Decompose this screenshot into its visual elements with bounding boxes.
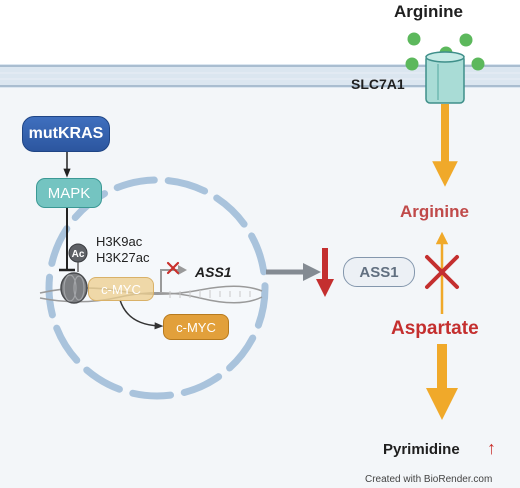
ass1-enzyme-node: ASS1 [343, 257, 415, 287]
intracellular-arginine-label: Arginine [400, 202, 469, 221]
mutkras-node: mutKRAS [22, 116, 110, 152]
transcription-block-icon [166, 261, 180, 275]
cmyc-translation-arrow [119, 299, 164, 330]
aspartate-label: Aspartate [391, 318, 479, 339]
blocked-conversion-icon [425, 255, 459, 289]
mapk-node: MAPK [36, 178, 102, 208]
histone-marks-label: H3K9ac H3K27ac [96, 234, 150, 265]
slc7a1-label: SLC7A1 [351, 76, 405, 92]
mutkras-label: mutKRAS [28, 125, 104, 142]
pyrimidine-label: Pyrimidine [383, 441, 460, 458]
cmyc-bound-node: c-MYC [88, 277, 154, 301]
ass1-gene-label: ASS1 [195, 264, 232, 280]
nucleosome-icon [60, 272, 88, 304]
extracellular-arginine-label: Arginine [394, 2, 463, 21]
acetyl-mark-label: Ac [72, 249, 85, 260]
biorender-credit: Created with BioRender.com [365, 474, 493, 485]
cmyc-bound-label: c-MYC [101, 281, 141, 297]
nucleus-envelope [45, 176, 269, 400]
cmyc-product-label: c-MYC [176, 319, 216, 335]
mapk-label: MAPK [47, 184, 91, 202]
ass1-enzyme-label: ASS1 [359, 263, 399, 281]
acetyl-mark-icon [68, 243, 88, 263]
slc7a1-transporter-icon [425, 51, 465, 104]
cmyc-product-node: c-MYC [163, 314, 229, 340]
pyrimidine-increase-icon: ↑ [487, 438, 496, 458]
